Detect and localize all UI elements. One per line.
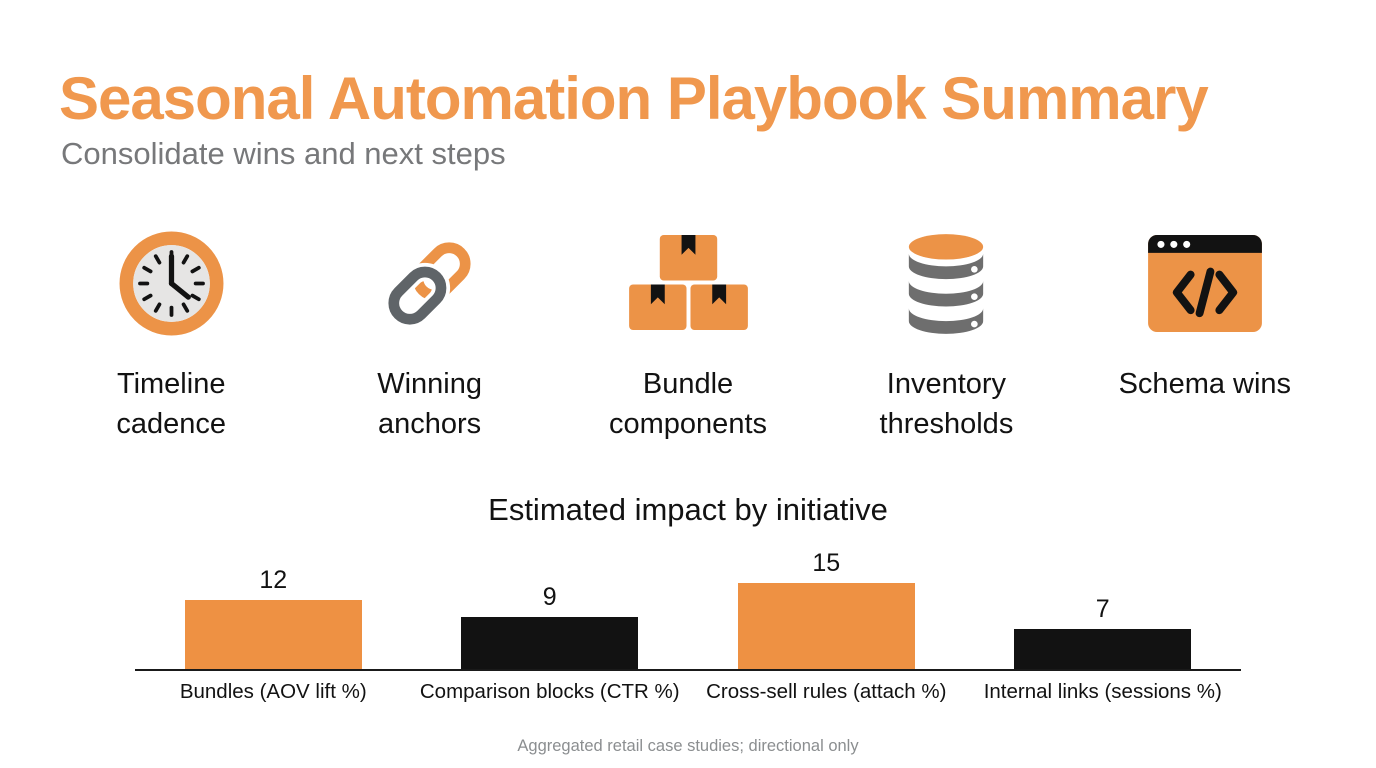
boxes-icon bbox=[628, 226, 748, 340]
bar-value: 15 bbox=[812, 549, 841, 578]
bar-group-cross-sell-rules: 15 bbox=[688, 540, 965, 669]
bar-chart: 12 9 15 7 bbox=[135, 540, 1241, 671]
category-label: Comparison blocks (CTR %) bbox=[419, 680, 680, 703]
code-window-icon bbox=[1147, 226, 1262, 340]
feature-row: Timeline cadence Winning anchors bbox=[42, 226, 1334, 444]
page-subtitle: Consolidate wins and next steps bbox=[61, 136, 506, 171]
bar-group-bundles: 12 bbox=[135, 540, 412, 669]
bar-value: 12 bbox=[259, 566, 288, 595]
feature-inventory-thresholds: Inventory thresholds bbox=[817, 226, 1075, 444]
category-label: Cross-sell rules (attach %) bbox=[706, 680, 947, 703]
clock-icon bbox=[119, 226, 224, 340]
page-title: Seasonal Automation Playbook Summary bbox=[59, 65, 1209, 132]
category-label: Internal links (sessions %) bbox=[983, 680, 1222, 703]
bar-group-comparison-blocks: 9 bbox=[412, 540, 689, 669]
feature-timeline-cadence: Timeline cadence bbox=[42, 226, 300, 444]
feature-label: Timeline cadence bbox=[116, 368, 227, 441]
feature-label: Schema wins bbox=[1118, 368, 1292, 400]
category-labels-row: Bundles (AOV lift %) Comparison blocks (… bbox=[135, 680, 1241, 704]
feature-label: Winning anchors bbox=[377, 368, 482, 441]
feature-winning-anchors: Winning anchors bbox=[300, 226, 558, 444]
feature-label: Bundle components bbox=[609, 368, 768, 441]
feature-schema-wins: Schema wins bbox=[1076, 226, 1334, 444]
feature-label: Inventory thresholds bbox=[879, 368, 1014, 441]
feature-bundle-components: Bundle components bbox=[559, 226, 817, 444]
bar-group-internal-links: 7 bbox=[965, 540, 1242, 669]
category-label: Bundles (AOV lift %) bbox=[179, 680, 367, 703]
bar bbox=[184, 600, 362, 669]
chain-link-icon bbox=[376, 226, 483, 340]
bar bbox=[737, 583, 915, 669]
bar-value: 9 bbox=[542, 583, 557, 612]
footnote: Aggregated retail case studies; directio… bbox=[517, 737, 859, 755]
bar-value: 7 bbox=[1095, 594, 1110, 623]
bar bbox=[1014, 628, 1192, 669]
database-icon bbox=[902, 226, 990, 340]
bar bbox=[461, 617, 639, 669]
chart-title: Estimated impact by initiative bbox=[488, 492, 888, 527]
